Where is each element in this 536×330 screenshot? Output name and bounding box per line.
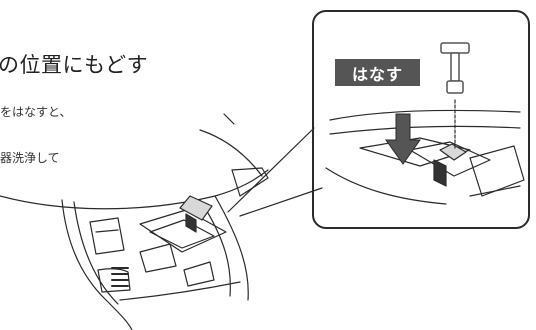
instruction-line-2: 器洗浄して: [0, 151, 60, 165]
section-heading: の位置にもどす: [0, 53, 149, 77]
release-label: はなす: [335, 59, 420, 86]
detail-callout: [312, 10, 530, 229]
down-arrow-icon: [385, 113, 421, 165]
instruction-line-1: をはなすと、: [0, 105, 72, 119]
t-handle-plug-icon: [440, 42, 470, 94]
